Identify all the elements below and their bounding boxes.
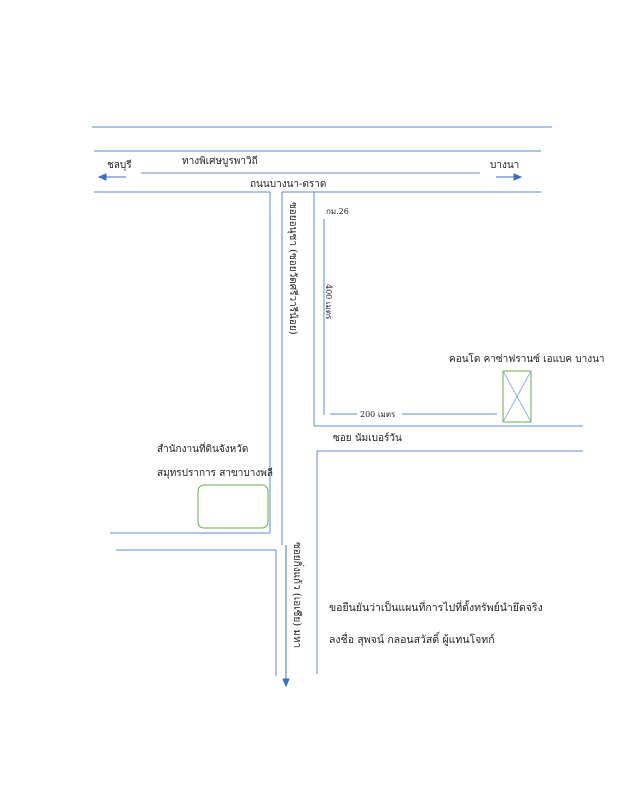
distance-200-label: 200 เมตร <box>360 410 396 419</box>
expressway-label: ทางพิเศษบูรพาวิถี <box>182 155 258 167</box>
left-soi-vertical-label: ซอยอนุชา (ซอยวัดศรีวารีน้อย) <box>287 202 299 335</box>
down-arrow <box>282 545 290 688</box>
distance-400-label: 400 เมตร <box>324 284 333 320</box>
km-26-label: กม.26 <box>326 207 349 216</box>
land-office-box <box>197 484 269 529</box>
lower-soi-vertical-label: ซอยกิ่งแก้ว (เอเชีย) มหา <box>291 542 305 648</box>
left-arrow <box>97 173 126 181</box>
chonburi-direction-label: ชลบุรี <box>107 159 132 171</box>
certification-line1: ขอยืนยันว่าเป็นแผนที่การไปที่ตั้งทรัพย์น… <box>329 600 543 614</box>
condo-name-label: คอนโด คาซ่าฟรานซ์ เอแบค บางนา <box>449 352 605 365</box>
condo-location-box <box>502 370 532 423</box>
road-lines <box>92 126 583 676</box>
bangna-direction-label: บางนา <box>490 160 519 171</box>
land-office-label-line2: สมุทรปราการ สาขาบางพลี <box>157 467 273 479</box>
soi-number-one-label: ซอย นัมเบอร์วัน <box>333 432 402 444</box>
land-office-label-line1: สำนักงานที่ดินจังหวัด <box>157 441 248 455</box>
main-road-label: ถนนบางนา-ตราด <box>250 179 326 190</box>
right-arrow <box>496 173 523 181</box>
certification-line2: ลงชื่อ สุพจน์ กลอนสวัสดิ์ ผู้แทนโจทก์ <box>329 631 495 646</box>
